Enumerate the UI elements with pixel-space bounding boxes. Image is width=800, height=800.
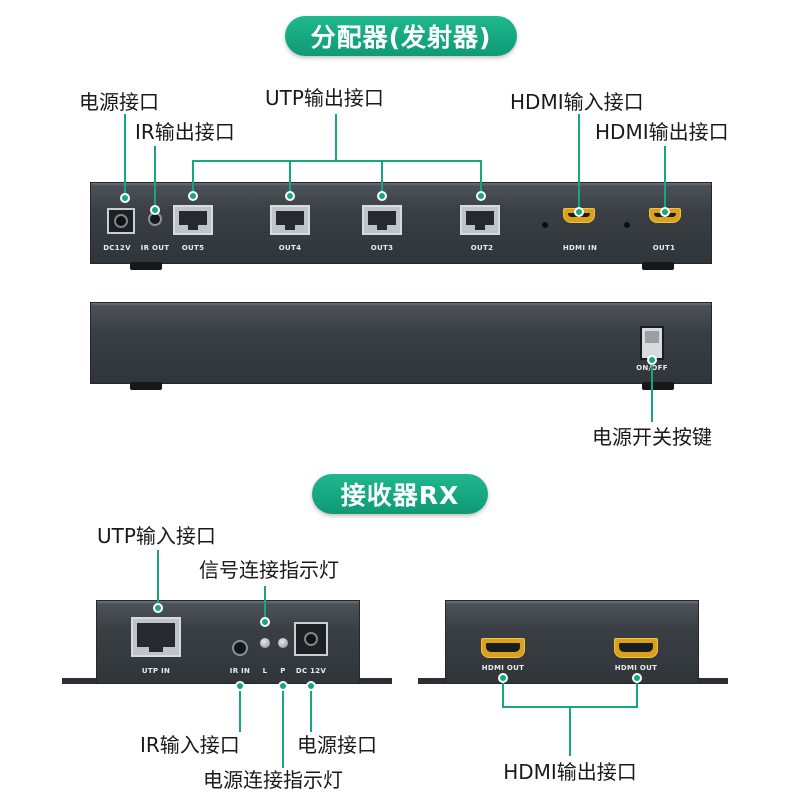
splitter-out4-label: OUT4 [278, 244, 302, 252]
splitter-back-foot-right [642, 382, 674, 390]
receiver-utp-in-label: UTP IN [141, 667, 171, 675]
splitter-heading: 分配器(发射器) [285, 16, 517, 56]
line-receiver-utp-in [157, 550, 159, 608]
line-receiver-hdmi-1 [502, 678, 504, 708]
splitter-back-foot-left [130, 382, 162, 390]
label-receiver-power-port: 电源接口 [297, 733, 377, 757]
label-receiver-signal-led: 信号连接指示灯 [199, 558, 339, 582]
splitter-dc-jack [107, 208, 135, 234]
splitter-led-2 [624, 222, 630, 228]
splitter-dc-label: DC12V [103, 244, 131, 252]
splitter-heading-text: 分配器(发射器) [310, 23, 492, 52]
line-hdmi-in [578, 114, 580, 212]
receiver-led-l [260, 638, 270, 648]
receiver-hdmi-out-port-2 [614, 638, 658, 658]
label-receiver-ir-in-port: IR输入接口 [140, 733, 240, 757]
splitter-out4-port [270, 205, 310, 235]
line-utp-out-stem [335, 114, 337, 160]
splitter-out2-port [460, 205, 500, 235]
dot-receiver-hdmi-2 [632, 673, 642, 683]
dot-receiver-power-led [278, 681, 288, 691]
dot-splitter-power [120, 193, 130, 203]
receiver-led-p [278, 638, 288, 648]
dot-receiver-ir-in [235, 681, 245, 691]
receiver-heading-text: 接收器RX [340, 481, 460, 510]
line-receiver-power-led [282, 686, 284, 768]
dot-utp-out3 [377, 191, 387, 201]
line-receiver-signal-led [264, 586, 266, 622]
dot-hdmi-in [574, 207, 584, 217]
line-power-switch [651, 360, 653, 422]
receiver-dc-label: DC 12V [295, 667, 327, 675]
splitter-back-panel [90, 302, 712, 384]
label-receiver-utp-in-port: UTP输入接口 [97, 524, 216, 548]
dot-receiver-utp-in [153, 603, 163, 613]
splitter-front-foot-left [130, 262, 162, 270]
splitter-out1-label: OUT1 [652, 244, 676, 252]
line-receiver-hdmi-stem [569, 706, 571, 756]
splitter-out3-port [362, 205, 402, 235]
label-receiver-power-led: 电源连接指示灯 [203, 768, 343, 792]
line-utp-out4 [289, 160, 291, 196]
label-splitter-power-switch: 电源开关按键 [592, 425, 712, 449]
line-receiver-hdmi-2 [636, 678, 638, 708]
label-receiver-hdmi-out-port: HDMI输出接口 [503, 760, 637, 784]
splitter-out3-label: OUT3 [370, 244, 394, 252]
receiver-hdmi-out-label-2: HDMI OUT [614, 664, 658, 672]
line-utp-out2 [480, 160, 482, 196]
receiver-p-label: P [280, 667, 286, 675]
dot-receiver-power-port [306, 681, 316, 691]
line-hdmi-out [664, 146, 666, 212]
line-utp-out3 [381, 160, 383, 196]
label-splitter-utp-out-port: UTP输出接口 [265, 86, 384, 110]
line-receiver-ir-in [239, 686, 241, 732]
line-receiver-power-port [310, 686, 312, 732]
receiver-heading: 接收器RX [312, 474, 488, 514]
receiver-utp-in-port [131, 617, 181, 657]
receiver-l-label: L [262, 667, 268, 675]
dot-utp-out2 [476, 191, 486, 201]
dot-utp-out4 [285, 191, 295, 201]
dot-power-switch [647, 355, 657, 365]
line-utp-out-bar [192, 160, 482, 162]
line-utp-out5 [192, 160, 194, 196]
dot-utp-out5 [188, 191, 198, 201]
splitter-front-foot-right [642, 262, 674, 270]
splitter-out2-label: OUT2 [470, 244, 494, 252]
dot-receiver-hdmi-1 [498, 673, 508, 683]
receiver-dc-jack [294, 622, 328, 656]
receiver-ir-in-label: IR IN [229, 667, 251, 675]
line-splitter-ir-out [154, 146, 156, 210]
receiver-hdmi-out-label-1: HDMI OUT [481, 664, 525, 672]
splitter-led-1 [542, 222, 548, 228]
dot-splitter-ir-out [150, 205, 160, 215]
label-splitter-hdmi-out-port: HDMI输出接口 [595, 120, 729, 144]
label-splitter-power-port: 电源接口 [79, 90, 159, 114]
splitter-hdmi-in-label: HDMI IN [562, 244, 598, 252]
splitter-ir-out-label: IR OUT [140, 244, 170, 252]
receiver-hdmi-out-port-1 [481, 638, 525, 658]
splitter-out5-port [173, 205, 213, 235]
label-splitter-hdmi-in-port: HDMI输入接口 [510, 90, 644, 114]
label-splitter-ir-out-port: IR输出接口 [135, 120, 235, 144]
receiver-ir-in-jack [232, 640, 248, 656]
line-splitter-power [124, 114, 126, 198]
dot-hdmi-out [660, 207, 670, 217]
splitter-out5-label: OUT5 [181, 244, 205, 252]
dot-receiver-signal-led [260, 617, 270, 627]
